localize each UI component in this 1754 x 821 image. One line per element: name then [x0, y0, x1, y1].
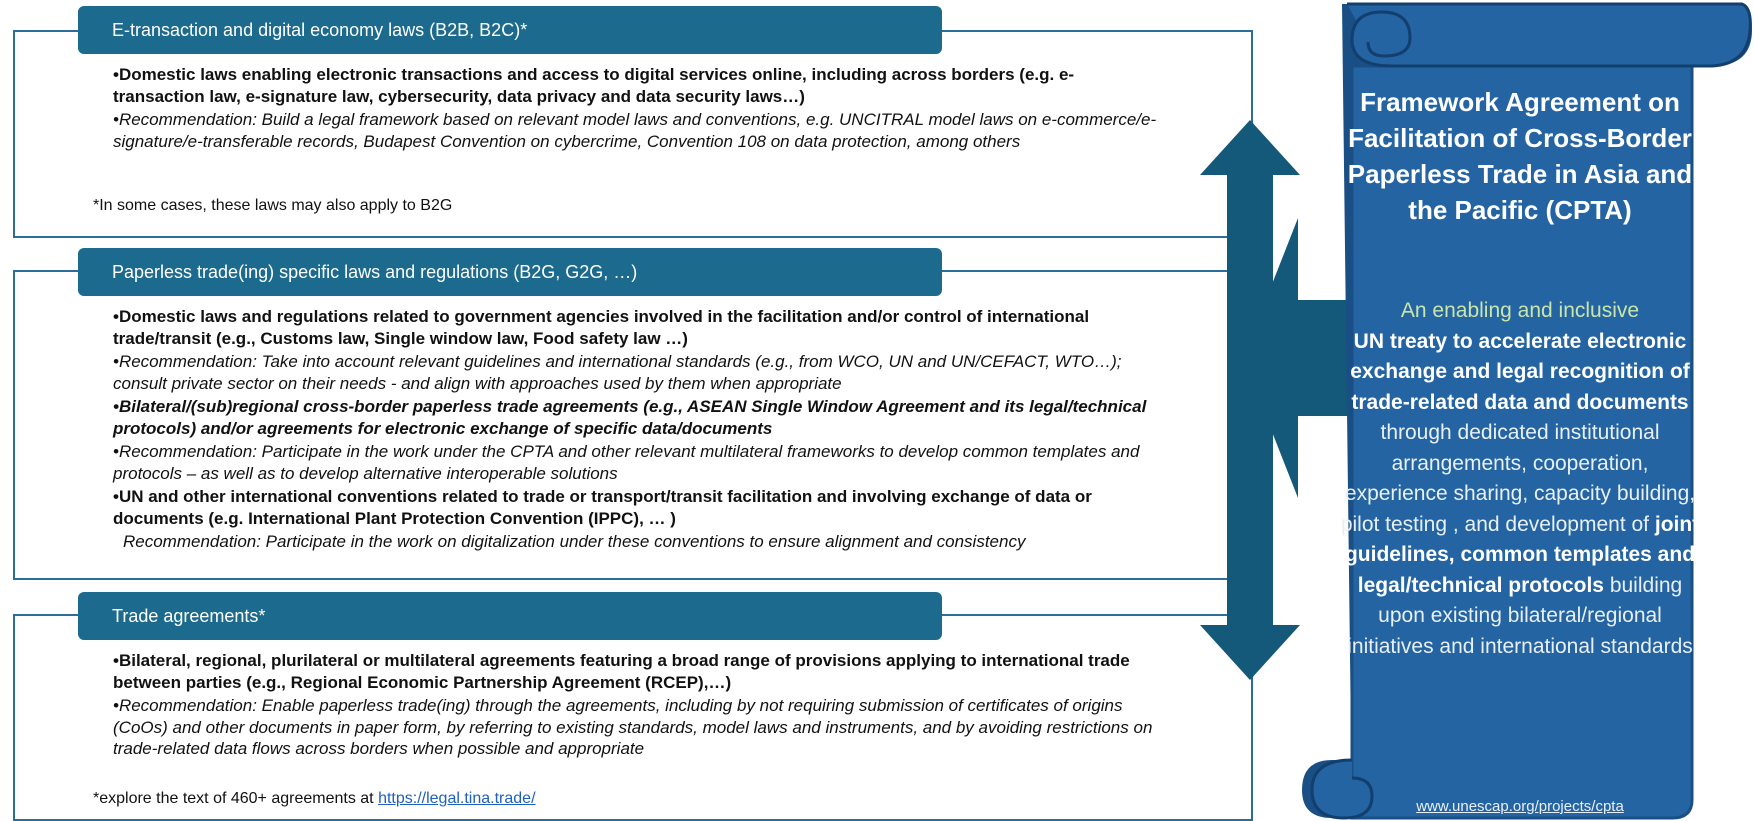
list-item: Recommendation: Participate in the work …: [113, 441, 1153, 484]
left-arrow-icon: [1243, 218, 1353, 498]
section-panel-trade-agreements: [13, 614, 1253, 821]
scroll-banner: [1302, 2, 1752, 820]
list-item: Domestic laws enabling electronic transa…: [113, 64, 1163, 107]
section-panel-paperless: [13, 270, 1253, 580]
list-item: Bilateral/(sub)regional cross-border pap…: [113, 396, 1153, 439]
section-content-etransaction: Domestic laws enabling electronic transa…: [113, 64, 1163, 152]
section-header-paperless: Paperless trade(ing) specific laws and r…: [78, 248, 942, 296]
section-note: *explore the text of 460+ agreements at …: [93, 790, 536, 807]
section-content-trade-agreements: Bilateral, regional, plurilateral or mul…: [113, 650, 1153, 760]
list-item: Recommendation: Participate in the work …: [123, 532, 1026, 551]
cpta-description: An enabling and inclusive UN treaty to a…: [1340, 299, 1700, 658]
section-panel-etransaction: [13, 30, 1253, 238]
section-header-etransaction: E-transaction and digital economy laws (…: [78, 6, 942, 54]
section-header-trade-agreements: Trade agreements*: [78, 592, 942, 640]
list-item: Domestic laws and regulations related to…: [113, 306, 1153, 349]
cpta-link[interactable]: www.unescap.org/projects/cpta: [1416, 798, 1624, 815]
list-item: UN and other international conventions r…: [113, 486, 1153, 529]
list-item: Bilateral, regional, plurilateral or mul…: [113, 650, 1153, 693]
double-arrow-icon: [1200, 120, 1300, 680]
section-note: *In some cases, these laws may also appl…: [93, 197, 453, 214]
agreements-link[interactable]: https://legal.tina.trade/: [378, 790, 536, 807]
list-item: Recommendation: Build a legal framework …: [113, 109, 1163, 152]
cpta-title: Framework Agreement on Facilitation of C…: [1347, 87, 1693, 225]
list-item: Recommendation: Enable paperless trade(i…: [113, 695, 1153, 760]
section-content-paperless: Domestic laws and regulations related to…: [113, 306, 1153, 553]
list-item: Recommendation: Take into account releva…: [113, 351, 1153, 394]
